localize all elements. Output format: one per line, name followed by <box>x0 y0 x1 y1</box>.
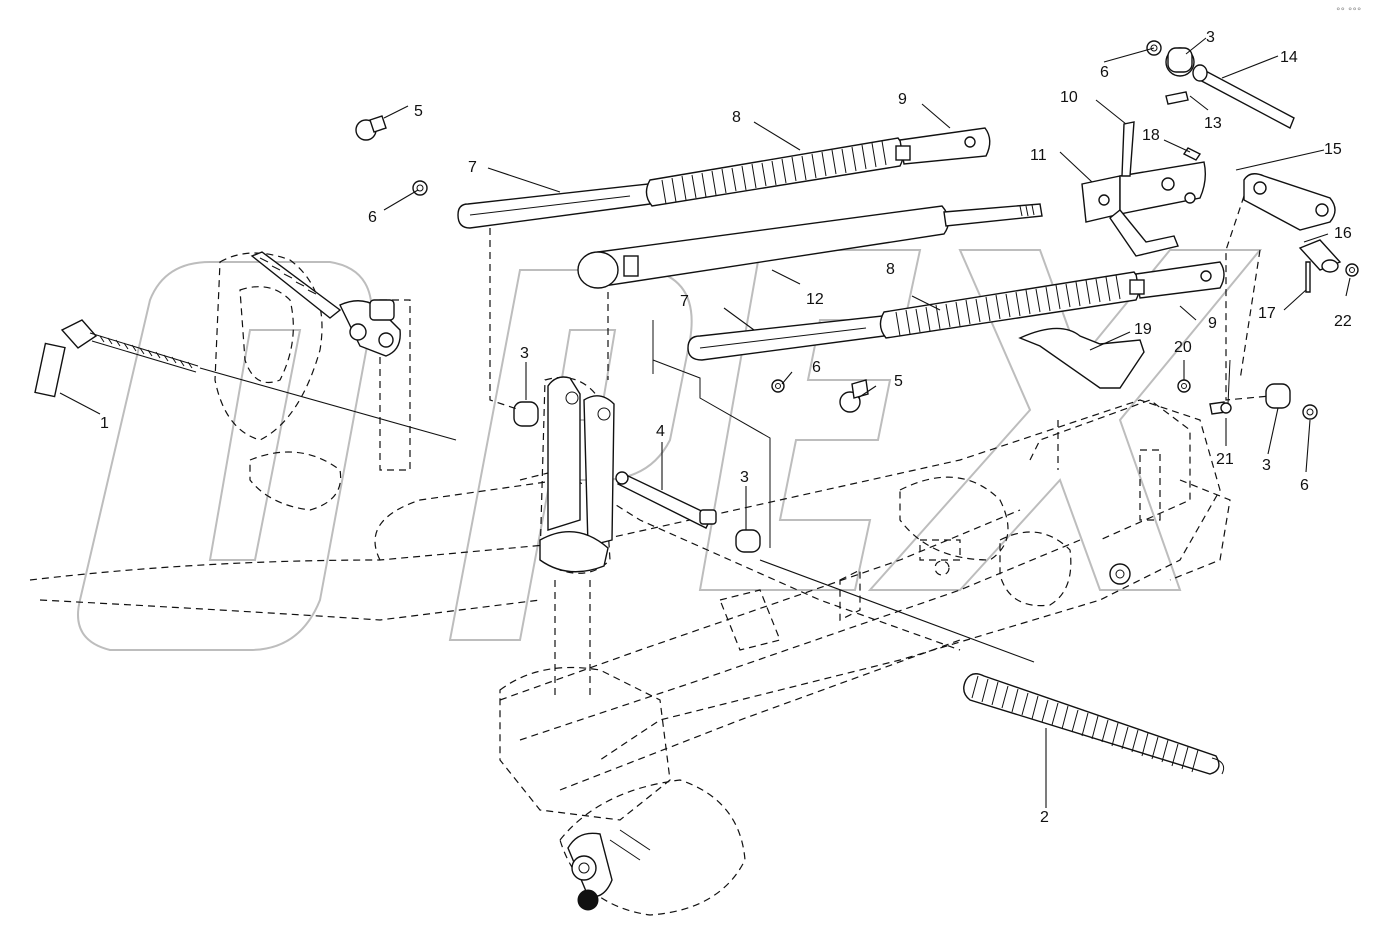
callout-1: 1 <box>100 415 109 432</box>
part-17-pin <box>1305 261 1311 293</box>
watermark-opex <box>77 249 1263 651</box>
part-3-bushing-right <box>1265 383 1291 409</box>
part-6-washer-middle <box>771 379 785 393</box>
callout-16: 16 <box>1334 225 1352 242</box>
callout-22: 22 <box>1334 313 1352 330</box>
callout-9-upper: 9 <box>898 91 907 108</box>
dashed-frame-assembly <box>29 252 1231 916</box>
callout-14: 14 <box>1280 49 1298 66</box>
right-bracket-mount <box>1109 563 1131 585</box>
callout-8-lower: 8 <box>886 261 895 278</box>
part-20-washer <box>1177 379 1191 393</box>
callout-10: 10 <box>1060 89 1078 106</box>
part-6-washer-right <box>1302 404 1318 420</box>
callout-17: 17 <box>1258 305 1276 322</box>
callout-9-lower: 9 <box>1208 315 1217 332</box>
callout-12: 12 <box>806 291 824 308</box>
part-8-upper-coil-spring <box>645 137 905 207</box>
central-post <box>539 376 615 573</box>
callout-3-right: 3 <box>1262 457 1271 474</box>
callout-3-left: 3 <box>520 345 529 362</box>
part-9-lower-strap <box>1129 261 1225 299</box>
part-9-upper-strap <box>895 127 991 165</box>
callout-labels: 1 2 3 3 3 3 4 5 5 6 6 6 6 7 7 8 8 9 9 10… <box>100 29 1352 826</box>
corner-mark: °° °°° <box>1336 7 1361 17</box>
part-22-clip <box>1345 263 1359 277</box>
callout-4: 4 <box>656 423 665 440</box>
part-19-cover-plate <box>1018 327 1145 389</box>
callout-15: 15 <box>1324 141 1342 158</box>
part-11-bracket <box>1081 161 1207 257</box>
callout-18: 18 <box>1142 127 1160 144</box>
part-13-small-pin <box>1165 91 1189 105</box>
part-15-link-plate <box>1243 173 1336 231</box>
callout-21: 21 <box>1216 451 1234 468</box>
callout-frames <box>652 320 1231 548</box>
bottom-hub-assembly <box>567 829 651 911</box>
part-21-bolt <box>1209 401 1232 415</box>
part-8-lower-coil-spring <box>879 271 1141 339</box>
upper-adjuster-rod <box>250 251 401 357</box>
callout-19: 19 <box>1134 321 1152 338</box>
leader-lines <box>59 37 1351 808</box>
part-10-pin <box>1121 121 1135 177</box>
part-5-linch-pin-left <box>355 115 387 141</box>
callout-6-top-right: 6 <box>1100 64 1109 81</box>
part-5-linch-pin-center <box>839 379 869 413</box>
part-7-upper-spring-rod <box>457 183 651 229</box>
callout-5-left: 5 <box>414 103 423 120</box>
part-3-bushing-left <box>513 401 539 427</box>
callout-6-middle: 6 <box>812 359 821 376</box>
explode-lines <box>489 195 1271 470</box>
callout-3-center: 3 <box>740 469 749 486</box>
callout-6-right: 6 <box>1300 477 1309 494</box>
part-2-long-coil-spring <box>963 673 1225 775</box>
part-12-cylinder <box>577 203 1043 289</box>
part-7-lower-spring-rod <box>687 315 885 361</box>
callout-6-left: 6 <box>368 209 377 226</box>
callout-20: 20 <box>1174 339 1192 356</box>
callout-5-center: 5 <box>894 373 903 390</box>
callout-7-lower: 7 <box>680 293 689 310</box>
callout-11: 11 <box>1030 147 1047 164</box>
callout-8-upper: 8 <box>732 109 741 126</box>
callout-3-top-right: 3 <box>1206 29 1215 46</box>
part-3-bushing-center <box>735 529 761 553</box>
part-6-washer-left <box>412 180 428 196</box>
callout-13: 13 <box>1204 115 1222 132</box>
part-16-bushing <box>1298 239 1342 273</box>
part-4-rod <box>615 471 717 529</box>
callout-2: 2 <box>1040 809 1049 826</box>
part-1-adjuster-bolt <box>34 319 199 398</box>
callout-7-upper: 7 <box>468 159 477 176</box>
